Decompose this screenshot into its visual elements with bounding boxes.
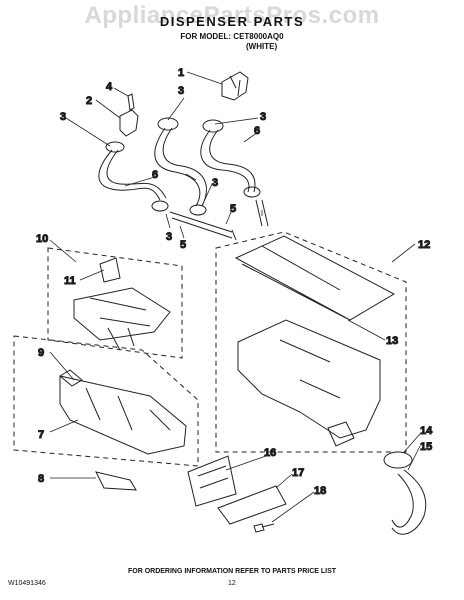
leader-lines — [49, 71, 421, 523]
hose-clamp-c — [202, 119, 224, 133]
callout-3c: 3 — [260, 111, 266, 123]
hose-clamp-e — [243, 186, 261, 198]
hose-clamp-b — [157, 117, 179, 131]
tray-siphon-cap — [99, 257, 121, 283]
callout-3b: 3 — [60, 111, 66, 123]
plate-screw — [253, 523, 275, 533]
page-number: 12 — [228, 580, 236, 587]
dispenser-housing-group — [215, 231, 407, 453]
group-boundary-drawer — [13, 335, 199, 467]
drawer-handle — [95, 471, 137, 491]
callout-2: 2 — [86, 95, 92, 107]
callout-10: 10 — [36, 233, 48, 245]
watermark: AppliancePartsPros.com — [84, 2, 380, 29]
group-boundary-10 — [47, 247, 183, 359]
callout-7: 7 — [38, 429, 44, 441]
inlet-tube-b — [255, 199, 269, 227]
callout-12: 12 — [418, 239, 430, 251]
housing-cover — [234, 235, 396, 321]
callout-6a: 6 — [254, 125, 260, 137]
document-number: W10491346 — [8, 580, 46, 587]
callout-5b: 5 — [180, 239, 186, 251]
callout-15: 15 — [420, 441, 432, 453]
model-line: FOR MODEL: CET8000AQ0 — [180, 32, 284, 41]
callout-8: 8 — [38, 473, 44, 485]
callout-1: 1 — [178, 67, 184, 79]
hose-middle — [154, 127, 207, 207]
callout-13: 13 — [386, 335, 398, 347]
model-variant: (WHITE) — [246, 42, 278, 51]
hose-clamp-large — [383, 451, 413, 469]
dispenser-tray-group — [47, 247, 183, 359]
hose-clamp-a — [105, 141, 125, 153]
callout-16: 16 — [264, 447, 276, 459]
dispenser-drawer — [59, 375, 187, 455]
callout-11: 11 — [64, 275, 76, 287]
access-plate — [217, 485, 287, 525]
dispenser-tray — [73, 287, 171, 351]
dispenser-drawer-group — [13, 335, 199, 491]
callout-18: 18 — [314, 485, 326, 497]
valve-hose-assembly — [98, 71, 269, 241]
callout-5a: 5 — [230, 203, 236, 215]
callout-3d: 3 — [212, 177, 218, 189]
ordering-info: FOR ORDERING INFORMATION REFER TO PARTS … — [127, 568, 337, 575]
callout-9: 9 — [38, 347, 44, 359]
hose-right — [200, 129, 256, 193]
dispenser-housing — [237, 319, 381, 439]
callout-3a: 3 — [178, 85, 184, 97]
page-title: DISPENSER PARTS — [159, 14, 305, 29]
water-valve — [221, 71, 249, 101]
callout-14: 14 — [420, 425, 433, 437]
hose-clamp-f — [151, 200, 169, 212]
drain-outlet — [327, 421, 355, 447]
hose-left — [98, 149, 167, 201]
callout-4: 4 — [106, 81, 113, 93]
inlet-tube-a — [169, 211, 237, 241]
mounting-screw-top — [127, 93, 135, 111]
small-valve — [119, 109, 139, 137]
callout-3e: 3 — [166, 231, 172, 243]
group-boundary-12 — [215, 231, 407, 453]
callout-17: 17 — [292, 467, 304, 479]
callout-6b: 6 — [152, 169, 158, 181]
drain-bellows — [391, 469, 427, 535]
bottom-parts — [187, 451, 427, 535]
button-panel — [187, 455, 237, 507]
hose-clamp-d — [189, 204, 207, 216]
